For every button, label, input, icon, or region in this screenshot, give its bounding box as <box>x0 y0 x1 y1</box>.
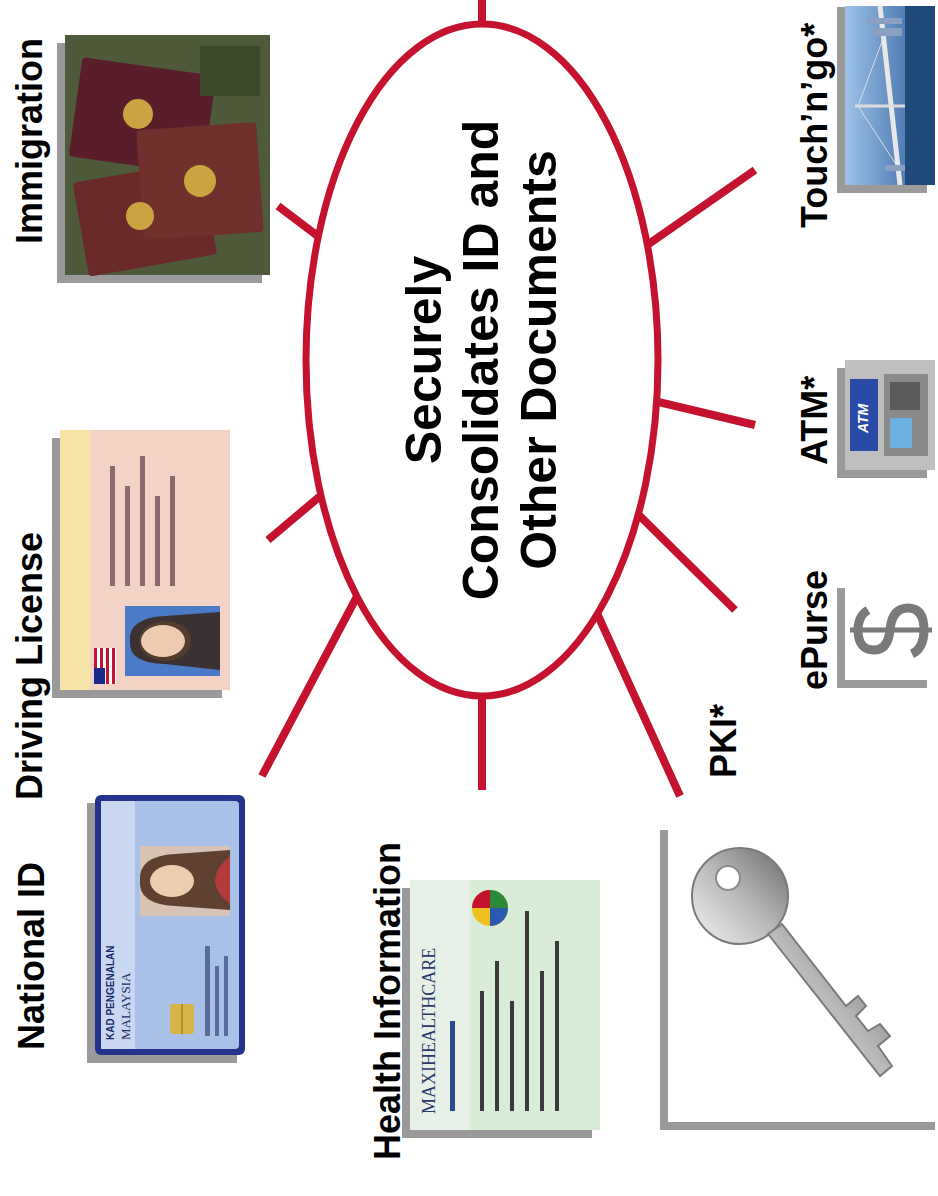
touch-n-go-picture <box>837 6 935 193</box>
id-card-picture <box>87 795 245 1063</box>
spokes <box>262 0 755 796</box>
passports-picture <box>57 35 270 283</box>
item-label: PKI* <box>706 704 742 778</box>
atm-picture <box>837 360 935 478</box>
card-text: KAD PENGENALAN <box>106 946 116 1040</box>
item-label: Driving License <box>12 532 48 800</box>
card-text: MAXIHEALTHCARE <box>420 948 438 1114</box>
epurse-picture <box>837 580 935 688</box>
item-label: Immigration <box>12 38 48 244</box>
item-label: ATM* <box>797 376 833 465</box>
driving-license-picture <box>52 430 230 698</box>
hub-ellipse: Securely Consolidates ID and Other Docum… <box>302 20 662 700</box>
item-label: Touch’n’go* <box>797 23 833 228</box>
health-card-picture <box>402 880 600 1138</box>
card-text: MALAYSIA <box>119 973 132 1040</box>
item-label: Health Information <box>370 842 406 1160</box>
item-label: ePurse <box>797 570 833 690</box>
atm-sign-text: ATM <box>856 404 870 433</box>
item-label: National ID <box>14 862 50 1050</box>
hub-text: Securely Consolidates ID and Other Docum… <box>396 108 569 613</box>
pki-key-picture <box>660 830 935 1130</box>
